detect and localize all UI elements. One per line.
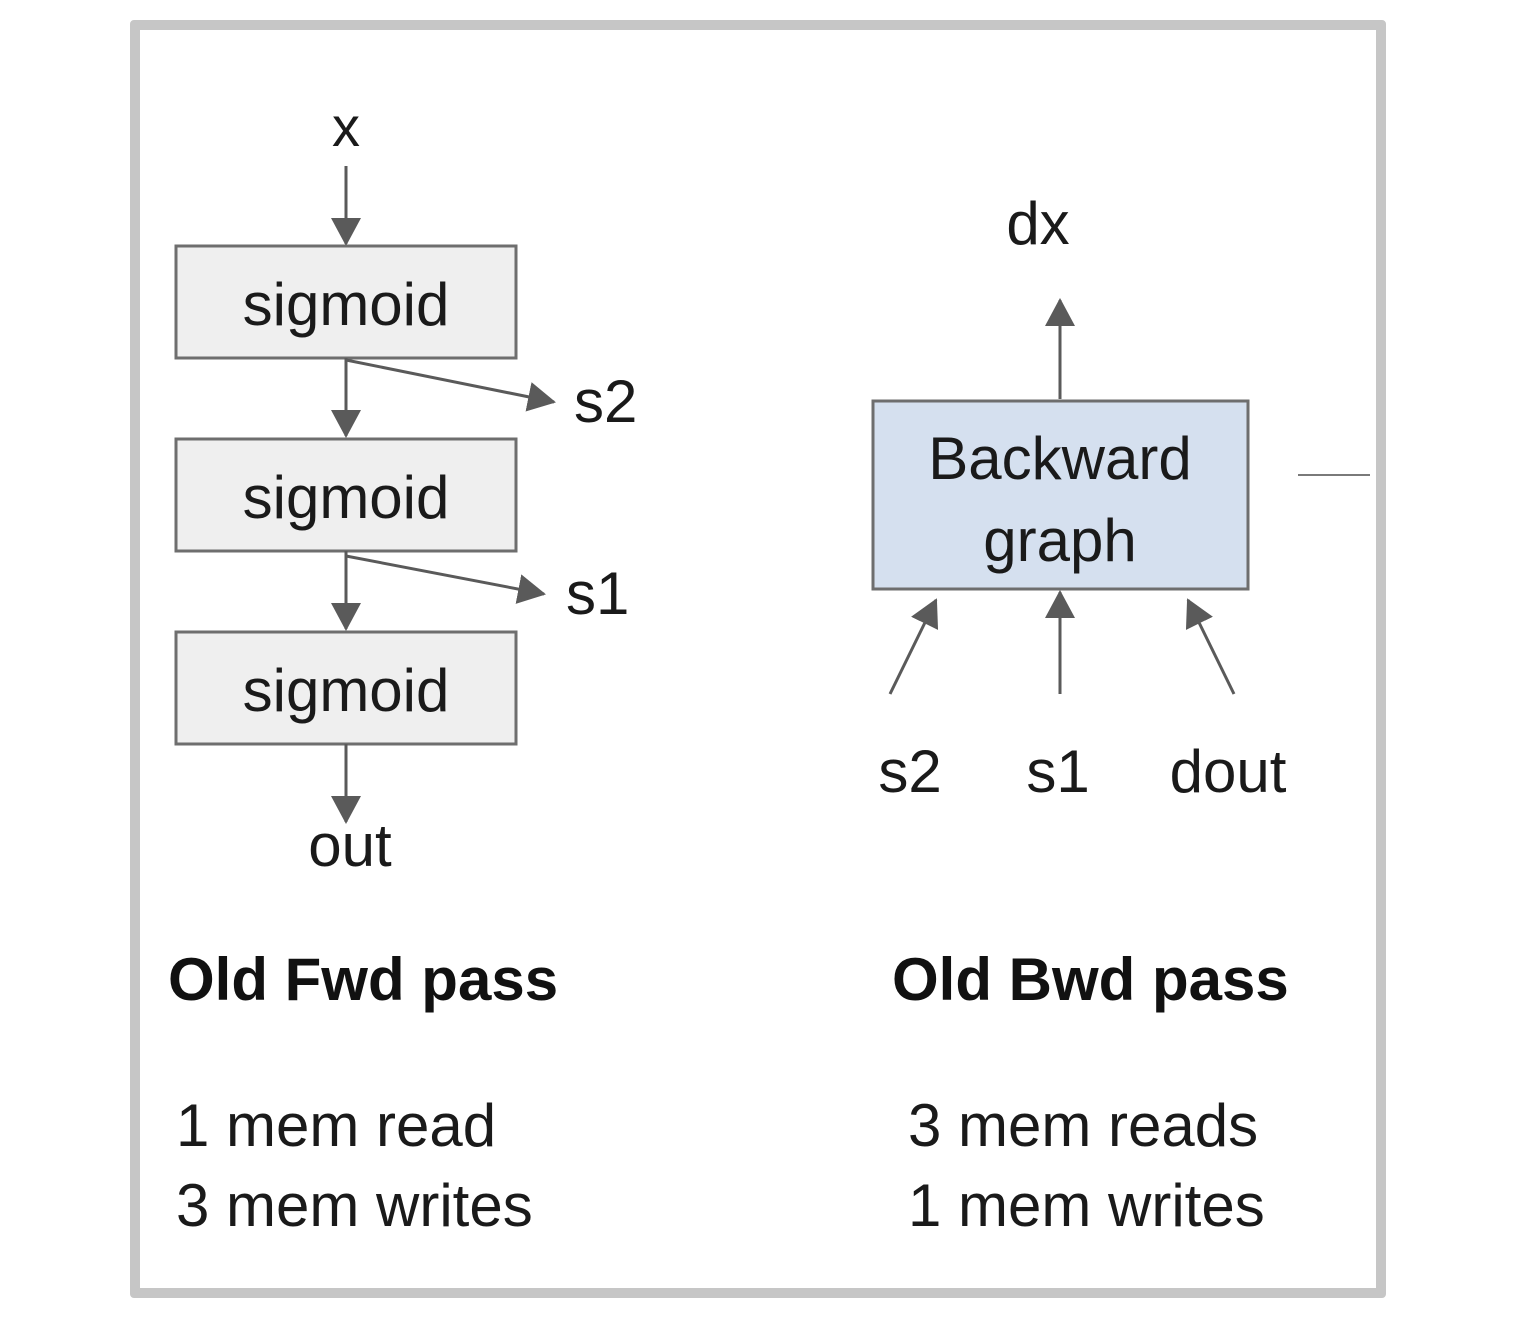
forward-stat-reads: 1 mem read (176, 1092, 496, 1159)
backward-pass-diagram: dx Backward graph s2 s1 dout Old Bwd pas… (871, 190, 1370, 1239)
edge-sigmoid-1-to-s2 (345, 358, 556, 412)
backward-heading: Old Bwd pass (892, 946, 1289, 1013)
sigmoid-node-2-label: sigmoid (243, 464, 450, 531)
forward-output-s1-label: s1 (566, 560, 629, 627)
forward-output-s2-label: s2 (574, 368, 637, 435)
backward-graph-label-line-2: graph (983, 507, 1136, 574)
backward-input-s1-label: s1 (1026, 738, 1089, 805)
forward-input-label: x (332, 95, 360, 158)
sigmoid-node-1-label: sigmoid (243, 271, 450, 338)
backward-graph-node (871, 399, 1250, 591)
sigmoid-node-2 (174, 437, 518, 553)
backward-input-s2-label: s2 (878, 738, 941, 805)
edge-dout-to-backward (1185, 598, 1236, 695)
backward-output-dx-label: dx (1006, 190, 1069, 257)
backward-graph-label-line-1: Backward (928, 425, 1191, 492)
backward-input-dout-label: dout (1170, 738, 1287, 805)
sigmoid-node-3-label: sigmoid (243, 657, 450, 724)
forward-pass-diagram: x sigmoid s2 sigmoid s1 sigmoid out Old … (168, 95, 637, 1239)
forward-stat-writes: 3 mem writes (176, 1172, 533, 1239)
sigmoid-node-1 (174, 244, 518, 360)
edge-sigmoid-2-to-s1 (345, 554, 546, 604)
backward-stat-reads: 3 mem reads (908, 1092, 1258, 1159)
backward-stat-writes: 1 mem writes (908, 1172, 1265, 1239)
forward-output-label: out (308, 812, 392, 879)
forward-heading: Old Fwd pass (168, 946, 558, 1013)
edge-s2-to-backward (888, 598, 939, 695)
